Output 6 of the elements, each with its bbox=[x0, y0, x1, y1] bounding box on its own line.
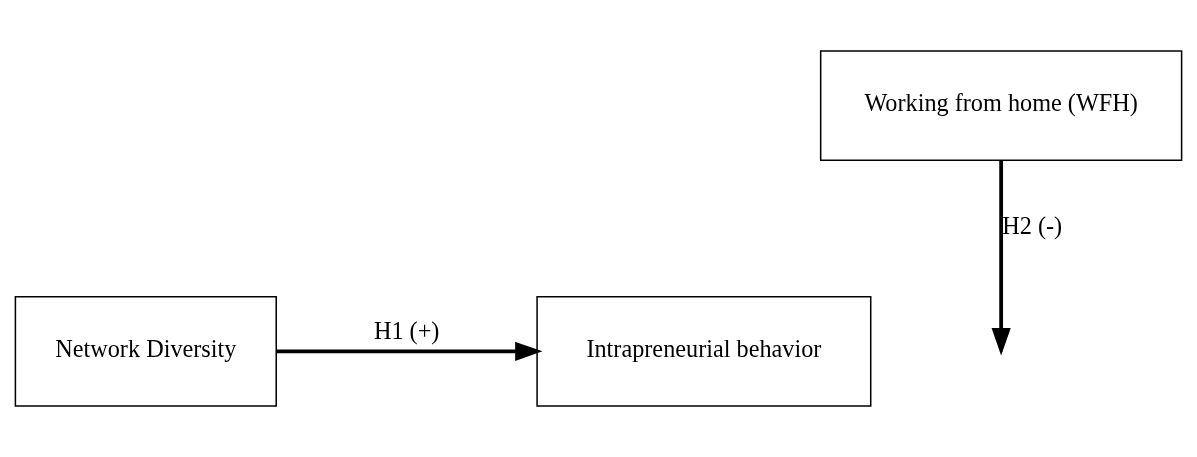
node-box: Intrapreneurial behavior bbox=[536, 296, 872, 407]
arrow bbox=[276, 341, 543, 361]
node-box: Working from home (WFH) bbox=[819, 50, 1183, 161]
edge-label: H1 (+) bbox=[373, 316, 440, 344]
edge-label: H2 (-) bbox=[1002, 212, 1063, 240]
node-box: Network Diversity bbox=[14, 296, 277, 407]
